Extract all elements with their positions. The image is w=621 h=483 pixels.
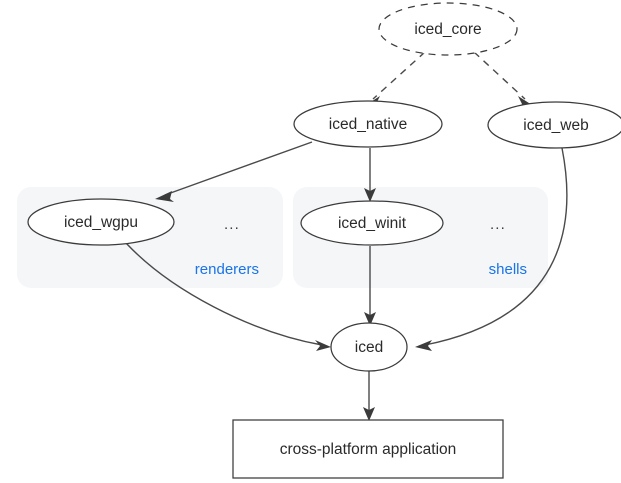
- node-iced-winit-shape[interactable]: [300, 200, 444, 246]
- node-iced-shape[interactable]: [330, 322, 408, 372]
- node-iced-wgpu-label: iced_wgpu: [64, 214, 138, 231]
- edge-iced-wgpu-to-iced: [125, 242, 331, 351]
- node-cross-platform-application-label: cross-platform application: [280, 441, 457, 458]
- edge-iced-to-application: [363, 371, 375, 421]
- node-iced-wgpu[interactable]: iced_wgpu: [27, 198, 175, 246]
- edge-iced-core-to-iced-web-line: [473, 51, 526, 100]
- group-shells-ellipsis: ...: [490, 216, 506, 233]
- node-cross-platform-application-shape[interactable]: [232, 419, 504, 479]
- node-iced[interactable]: iced: [330, 322, 408, 372]
- node-iced-core-shape[interactable]: [378, 2, 518, 56]
- edge-iced-core-to-iced-web: [473, 51, 532, 108]
- node-iced-label: iced: [355, 339, 383, 356]
- node-iced-winit-label: iced_winit: [338, 215, 407, 232]
- edge-iced-core-to-iced-native-line: [372, 51, 426, 100]
- group-shells-label: shells: [489, 261, 527, 278]
- edge-iced-native-to-iced-wgpu-arrowhead: [155, 191, 174, 202]
- node-iced-native-shape[interactable]: [293, 100, 443, 148]
- node-iced-wgpu-shape[interactable]: [27, 198, 175, 246]
- edge-iced-web-to-iced-line: [424, 147, 568, 346]
- edge-iced-web-to-iced: [415, 147, 568, 351]
- edge-iced-native-to-iced-winit-arrowhead: [364, 188, 376, 202]
- node-iced-web-shape[interactable]: [487, 101, 621, 149]
- node-iced-native[interactable]: iced_native: [293, 100, 443, 148]
- group-renderers-label: renderers: [195, 261, 259, 278]
- edge-iced-wgpu-to-iced-line: [125, 242, 323, 346]
- node-iced-winit[interactable]: iced_winit: [300, 200, 444, 246]
- group-renderers-ellipsis: ...: [224, 216, 240, 233]
- node-iced-web-label: iced_web: [523, 117, 589, 134]
- edge-iced-native-to-iced-wgpu-line: [164, 141, 313, 196]
- node-iced-web[interactable]: iced_web: [487, 101, 621, 149]
- edge-iced-winit-to-iced: [364, 246, 376, 326]
- edge-iced-native-to-iced-wgpu: [155, 141, 313, 202]
- edge-iced-native-to-iced-winit: [364, 148, 376, 202]
- edge-iced-core-to-iced-native: [366, 51, 426, 108]
- edge-iced-web-to-iced-arrowhead: [415, 340, 432, 351]
- edge-iced-winit-to-iced-arrowhead: [364, 312, 376, 326]
- node-iced-core-label: iced_core: [414, 21, 481, 38]
- node-cross-platform-application[interactable]: cross-platform application: [232, 419, 504, 479]
- node-iced-native-label: iced_native: [329, 116, 407, 133]
- node-iced-core[interactable]: iced_core: [378, 2, 518, 56]
- edge-iced-to-application-arrowhead: [363, 407, 375, 421]
- edge-iced-wgpu-to-iced-arrowhead: [315, 340, 331, 351]
